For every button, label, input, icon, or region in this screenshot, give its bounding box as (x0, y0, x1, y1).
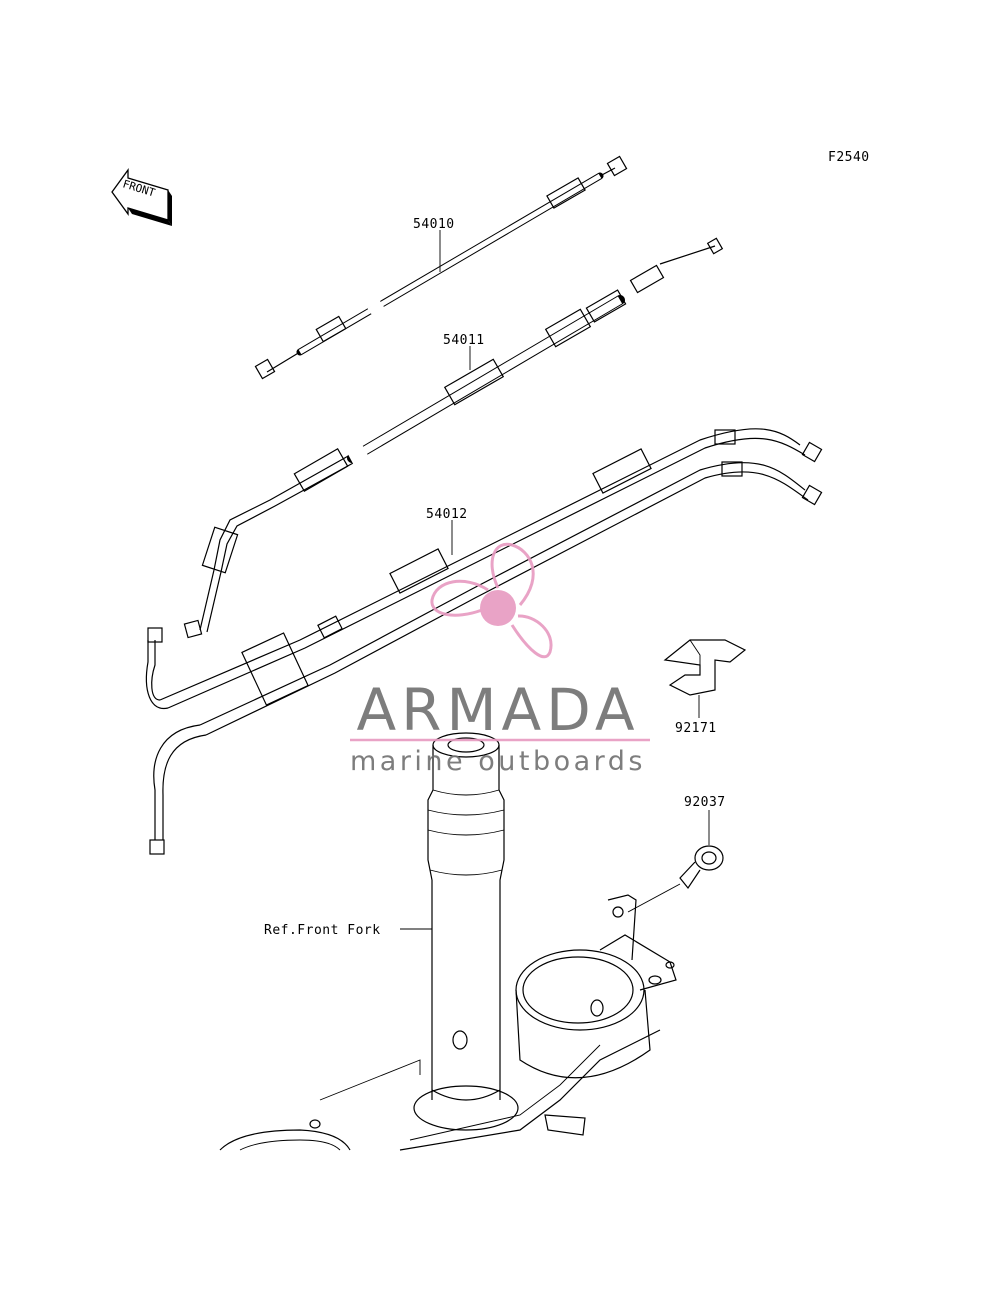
propeller-logo-icon (430, 542, 553, 659)
clamp-92171 (663, 639, 747, 718)
cable-54011 (183, 237, 724, 639)
cable-54012 (145, 428, 823, 855)
front-fork-tube (413, 732, 519, 1131)
label-92171: 92171 (675, 721, 717, 736)
watermark-brand: ARMADA (356, 676, 639, 744)
label-54012: 54012 (426, 507, 468, 522)
cable-54010 (254, 155, 628, 380)
watermark-logo: ARMADA marine outboards (350, 542, 650, 777)
label-ref-front-fork: Ref.Front Fork (264, 923, 381, 938)
front-arrow-icon: FRONT (111, 168, 172, 226)
watermark-tagline: marine outboards (350, 746, 646, 777)
steering-bracket (219, 894, 677, 1151)
diagram-ref-code: F2540 (828, 150, 870, 165)
guide-92037 (627, 810, 724, 913)
label-54010: 54010 (413, 217, 455, 232)
label-92037: 92037 (684, 795, 726, 810)
label-54011: 54011 (443, 333, 485, 348)
